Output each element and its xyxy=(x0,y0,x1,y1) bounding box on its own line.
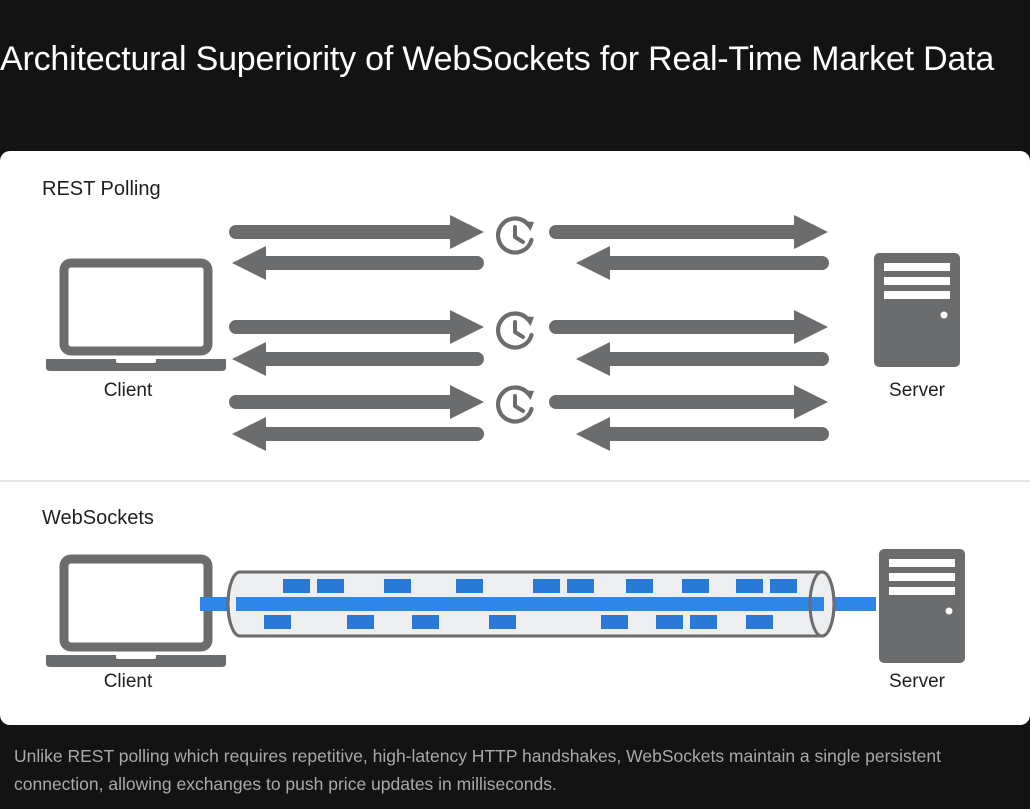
request-arrow xyxy=(229,310,484,344)
rest-polling-label: REST Polling xyxy=(42,178,161,200)
data-packet xyxy=(317,579,344,593)
data-packet xyxy=(736,579,763,593)
data-packet xyxy=(567,579,594,593)
rest-polling-cycle-2 xyxy=(229,310,829,376)
request-arrow xyxy=(549,310,828,344)
response-arrow xyxy=(576,417,829,451)
data-packet xyxy=(601,615,628,629)
data-packet xyxy=(626,579,653,593)
data-packet xyxy=(533,579,560,593)
rest-polling-cycle-1 xyxy=(229,215,829,280)
data-packet xyxy=(283,579,310,593)
rest-server-label: Server xyxy=(889,380,945,401)
data-packet xyxy=(656,615,683,629)
data-packet xyxy=(690,615,717,629)
request-arrow xyxy=(549,385,828,419)
websockets-label: WebSockets xyxy=(42,507,154,529)
request-arrow xyxy=(229,385,484,419)
response-arrow xyxy=(232,246,484,280)
wait-clock-icon xyxy=(498,218,534,252)
request-arrow xyxy=(549,215,828,249)
data-packets xyxy=(264,579,797,629)
rest-client-label: Client xyxy=(103,380,153,401)
ws-server-icon xyxy=(879,549,965,663)
ws-client-label: Client xyxy=(103,671,153,692)
response-arrow xyxy=(576,342,829,376)
ws-client-laptop-icon xyxy=(46,559,226,667)
response-arrow xyxy=(232,342,484,376)
wait-clock-icon xyxy=(498,313,534,347)
request-arrow xyxy=(229,215,484,249)
data-packet xyxy=(682,579,709,593)
wait-clock-icon xyxy=(498,387,534,421)
comparison-diagram: REST Polling xyxy=(0,151,1030,725)
data-packet xyxy=(384,579,411,593)
rest-polling-cycle-3 xyxy=(229,385,829,451)
response-arrow xyxy=(576,246,829,280)
figure-caption: Unlike REST polling which requires repet… xyxy=(14,746,941,794)
rest-server-icon xyxy=(874,253,960,367)
response-arrow xyxy=(232,417,484,451)
page-title: Architectural Superiority of WebSockets … xyxy=(0,40,995,78)
data-packet xyxy=(264,615,291,629)
data-packet xyxy=(347,615,374,629)
data-packet xyxy=(489,615,516,629)
data-packet xyxy=(746,615,773,629)
diagram-graphics xyxy=(0,215,965,725)
ws-server-label: Server xyxy=(889,671,945,692)
data-packet xyxy=(412,615,439,629)
data-packet xyxy=(456,579,483,593)
rest-client-laptop-icon xyxy=(46,263,226,371)
data-packet xyxy=(770,579,797,593)
section-divider xyxy=(0,480,1030,482)
